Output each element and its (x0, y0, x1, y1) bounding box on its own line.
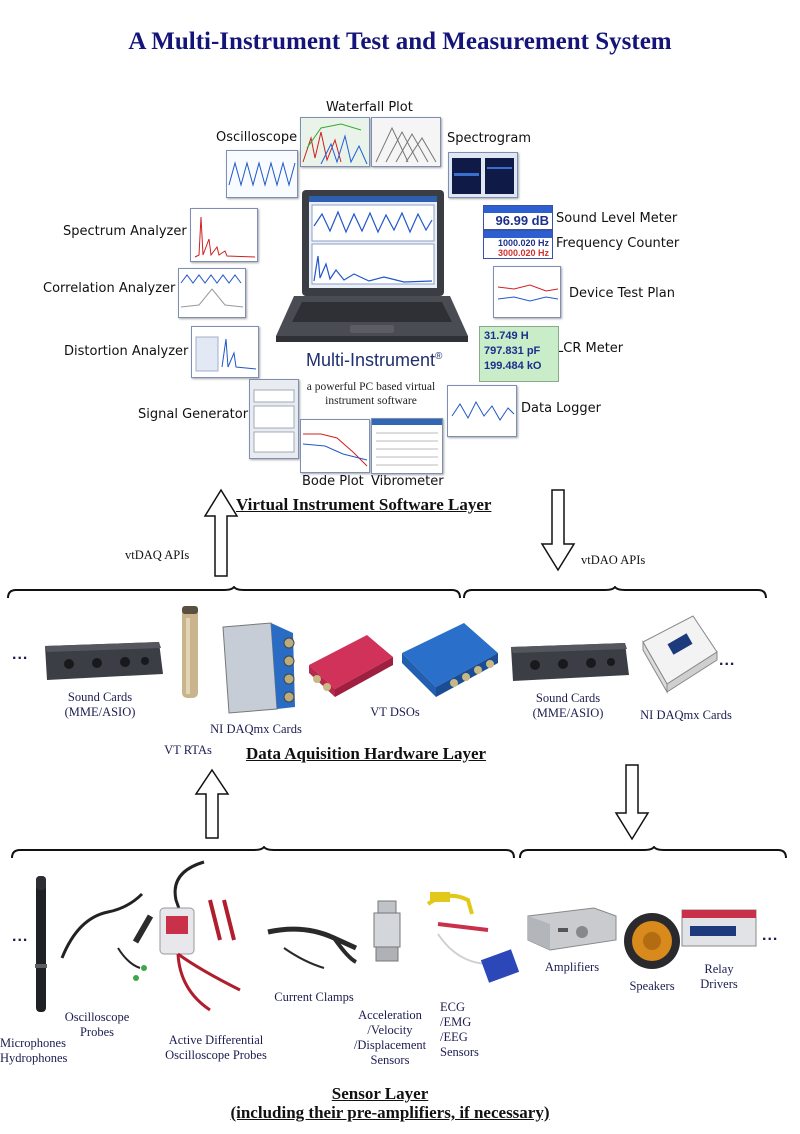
hardware-brace-left (6, 585, 462, 605)
sensor-ellipsis-left: ... (12, 928, 29, 945)
label-oscilloscope: Oscilloscope (216, 130, 298, 145)
speaker-device (622, 910, 682, 977)
oscilloscope-probe-device (58, 888, 158, 989)
sensor-layer-heading: Sensor Layer (331, 1084, 429, 1103)
correlation-analyzer-thumbnail (178, 268, 246, 318)
up-arrow-vtdaq (203, 488, 239, 583)
bode-plot-thumbnail (300, 419, 370, 473)
label-acceleration-sensors: Acceleration /Velocity /Displacement Sen… (353, 1008, 427, 1067)
accelerometer-device (368, 899, 408, 974)
label-sound-level-meter: Sound Level Meter (556, 211, 678, 226)
label-waterfall-plot: Waterfall Plot (326, 100, 413, 115)
distortion-analyzer-thumbnail (191, 326, 259, 378)
hardware-brace-right (462, 585, 768, 605)
current-clamp-device (264, 918, 364, 983)
label-relay-drivers: Relay Drivers (700, 962, 738, 991)
frequency-counter-display: 1000.020 Hz 3000.020 Hz (483, 230, 553, 259)
spectrogram-thumbnail (448, 152, 518, 198)
vtdaq-apis-label: vtDAQ APIs (125, 548, 190, 562)
label-ecg-emg-eeg-sensors: ECG /EMG /EEG Sensors (440, 1000, 479, 1059)
hardware-ellipsis-left: ... (12, 646, 29, 663)
sound-card-device-right (507, 639, 631, 688)
vt-dso-device-blue (398, 617, 502, 704)
device-test-plan-thumbnail (493, 266, 561, 318)
ni-daqmx-usb-device-right (637, 612, 719, 699)
label-frequency-counter: Frequency Counter (556, 236, 680, 251)
software-tagline: a powerful PC based virtual instrument s… (306, 381, 436, 407)
label-amplifiers: Amplifiers (544, 960, 600, 974)
label-bode-plot: Bode Plot (302, 474, 364, 489)
label-correlation-analyzer: Correlation Analyzer (43, 281, 176, 296)
oscilloscope-thumbnail (226, 150, 298, 198)
label-ni-daqmx-left: NI DAQmx Cards (210, 722, 302, 736)
sensor-ellipsis-right: ... (762, 927, 779, 944)
label-lcr-meter: LCR Meter (556, 341, 624, 356)
label-spectrum-analyzer: Spectrum Analyzer (63, 224, 187, 239)
down-arrow-vtdao (540, 488, 576, 577)
label-vibrometer: Vibrometer (371, 474, 444, 489)
signal-generator-thumbnail (249, 379, 299, 459)
label-current-clamps: Current Clamps (274, 990, 354, 1004)
laptop-image (274, 186, 470, 348)
hardware-layer-heading: Data Aquisition Hardware Layer (246, 744, 487, 763)
label-ni-daqmx-right: NI DAQmx Cards (640, 708, 732, 722)
data-logger-thumbnail (447, 385, 517, 437)
sensor-brace-left (10, 845, 518, 865)
sound-card-device-left (41, 638, 165, 687)
active-differential-probe-device (150, 860, 260, 1025)
label-active-differential-probes: Active Differential Oscilloscope Probes (165, 1033, 267, 1062)
sensor-layer-subheading: (including their pre-amplifiers, if nece… (230, 1103, 550, 1122)
label-oscilloscope-probes: Oscilloscope Probes (64, 1010, 130, 1039)
relay-driver-device (680, 902, 760, 955)
down-arrow-hardware-to-actuator (614, 763, 650, 846)
vt-dso-device-red (305, 627, 395, 704)
vibrometer-thumbnail (371, 418, 443, 474)
label-microphones: Microphones Hydrophones (0, 1036, 68, 1065)
label-sound-cards-left: Sound Cards (MME/ASIO) (64, 690, 136, 719)
spectrum-analyzer-thumbnail (190, 208, 258, 262)
label-device-test-plan: Device Test Plan (569, 286, 675, 301)
microphone-device (30, 874, 52, 1019)
sensor-brace-right (518, 845, 790, 865)
label-distortion-analyzer: Distortion Analyzer (64, 344, 189, 359)
waterfall-plot-thumbnail (300, 117, 370, 167)
label-speakers: Speakers (629, 979, 675, 993)
label-data-logger: Data Logger (521, 401, 601, 416)
label-vt-dsos: VT DSOs (370, 705, 420, 719)
label-signal-generator: Signal Generator (138, 407, 249, 422)
hardware-ellipsis-right: ... (719, 652, 736, 669)
ecg-sensor-device (418, 884, 522, 997)
vt-rta-microphone-device (177, 604, 203, 705)
software-layer-heading: Virtual Instrument Software Layer (236, 495, 492, 514)
multi-instrument-logo: Multi-Instrument® (306, 350, 443, 370)
amplifier-device (524, 902, 620, 957)
sound-level-meter-display: 96.99 dB (483, 205, 553, 230)
label-sound-cards-right: Sound Cards (MME/ASIO) (532, 691, 604, 720)
label-vt-rtas: VT RTAs (164, 743, 212, 757)
label-spectrogram: Spectrogram (447, 131, 531, 146)
waterfall-plot-thumbnail-2 (371, 117, 441, 167)
up-arrow-sensor-to-hardware (194, 768, 230, 845)
ni-daqmx-card-device-left (221, 621, 297, 722)
page-title: A Multi-Instrument Test and Measurement … (128, 28, 672, 55)
lcr-meter-display: 31.749 H 797.831 pF 199.484 kO (479, 326, 559, 382)
vtdao-apis-label: vtDAO APIs (581, 553, 646, 567)
